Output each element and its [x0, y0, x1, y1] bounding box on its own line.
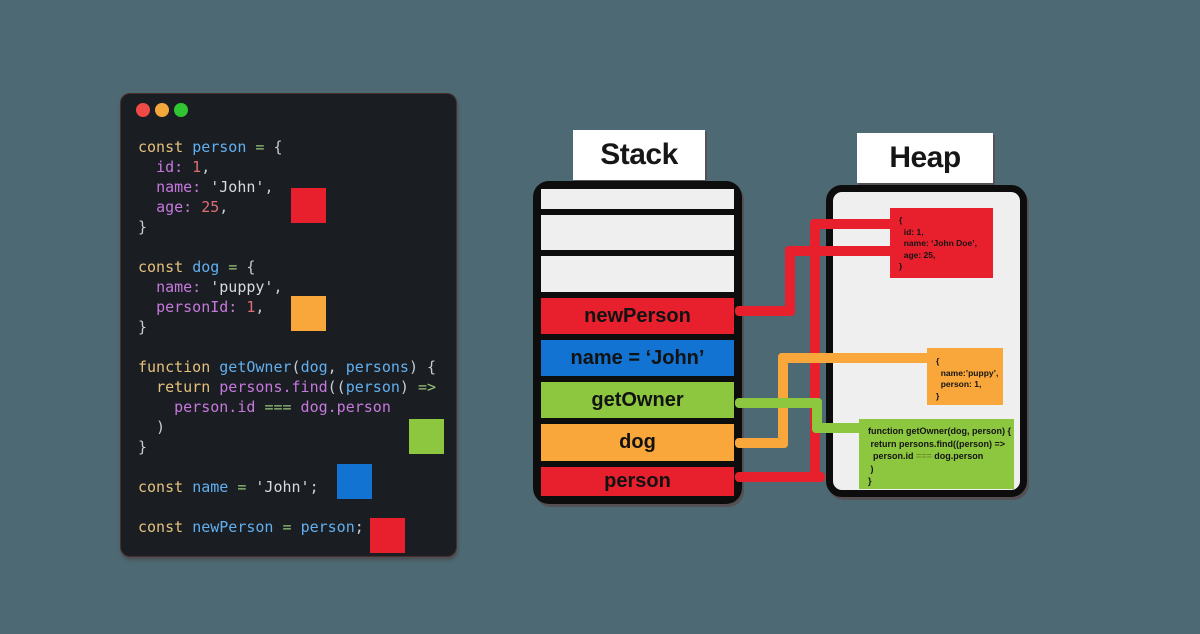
- stack-row-label: newPerson: [584, 304, 691, 327]
- code-line: name: 'puppy',: [156, 278, 283, 296]
- heap-box-line: person.id === dog.person: [868, 451, 984, 461]
- stack-row-empty: [541, 256, 734, 292]
- pointer-line-person-to-person-object: [810, 219, 895, 229]
- heap-box-line: }: [936, 390, 940, 401]
- code-line: const person = {: [138, 138, 283, 156]
- window-controls: [136, 103, 188, 117]
- heap-box-line: name:’puppy’,: [936, 367, 999, 378]
- person-object-marker-icon: [291, 188, 326, 223]
- heap-box-line: id: 1,: [899, 226, 924, 237]
- code-line: function getOwner(dog, persons) {: [138, 358, 437, 376]
- code-line: }: [138, 218, 148, 236]
- dog-object-marker-icon: [291, 296, 326, 331]
- code-line: const name = 'John';: [138, 478, 319, 496]
- zoom-button-icon[interactable]: [174, 103, 188, 117]
- stack-row-label: person: [604, 470, 671, 492]
- code-line: [138, 497, 436, 517]
- heap-box-person-object: { id: 1, name: ‘John Doe’, age: 25,}: [890, 208, 993, 278]
- code-line: ): [138, 418, 166, 436]
- pointer-line-dog-to-dog-object: [778, 353, 933, 363]
- pointer-line-getOwner-to-getowner-function: [812, 423, 867, 433]
- getowner-function-marker-icon: [409, 419, 444, 454]
- stack-title: Stack: [573, 130, 705, 180]
- heap-box-line: function getOwner(dog, person) {: [868, 426, 1011, 436]
- stack-container: newPerson name = ‘John’ getOwner dog person: [533, 181, 742, 504]
- pointer-line-newPerson-to-person-object: [735, 306, 793, 316]
- name-primitive-marker-icon: [337, 464, 372, 499]
- stack-row-dog: dog: [541, 424, 734, 461]
- heap-box-line: }: [899, 261, 903, 271]
- heap-box-line: {: [899, 215, 903, 225]
- code-editor-window: const person = { id: 1, name: 'John', ag…: [120, 93, 457, 557]
- heap-box-line: name: ‘John Doe’,: [899, 238, 977, 248]
- code-line: personId: 1,: [156, 298, 265, 316]
- heap-title-text: Heap: [889, 141, 961, 174]
- heap-box-line: age: 25,: [899, 249, 936, 260]
- pointer-line-getOwner-to-getowner-function: [812, 398, 822, 433]
- stack-row-newperson: newPerson: [541, 298, 734, 334]
- code-line: const newPerson = person;: [138, 518, 364, 536]
- pointer-line-getOwner-to-getowner-function: [735, 398, 822, 408]
- minimize-button-icon[interactable]: [155, 103, 169, 117]
- pointer-line-person-to-person-object: [810, 219, 820, 482]
- code-line: id: 1,: [156, 158, 211, 176]
- heap-box-getowner-function: function getOwner(dog, person) { return …: [859, 419, 1014, 489]
- code-listing: const person = { id: 1, name: 'John', ag…: [138, 137, 436, 537]
- heap-box-line: return persons.find((person) =>: [868, 438, 1006, 449]
- code-line: }: [138, 438, 148, 456]
- stack-row-label: name = ‘John’: [570, 346, 705, 369]
- code-line: [138, 337, 436, 357]
- heap-box-dog-object: { name:’puppy’, person: 1,}: [927, 348, 1003, 405]
- heap-box-line: {: [936, 356, 940, 366]
- code-line: name: 'John',: [156, 178, 274, 196]
- stack-row-name-john-: name = ‘John’: [541, 340, 734, 376]
- pointer-line-newPerson-to-person-object: [785, 246, 895, 256]
- heap-title: Heap: [857, 133, 993, 183]
- newperson-reference-marker-icon: [370, 518, 405, 553]
- stack-row-empty: [541, 189, 734, 209]
- code-line: age: 25,: [156, 198, 229, 216]
- heap-box-line: person: 1,: [936, 379, 982, 389]
- stack-row-getowner: getOwner: [541, 382, 734, 418]
- code-line: }: [138, 318, 148, 336]
- stack-row-label: dog: [619, 431, 656, 453]
- heap-box-line: ): [868, 463, 874, 474]
- stack-row-person: person: [541, 467, 734, 496]
- code-line: [138, 237, 436, 257]
- close-button-icon[interactable]: [136, 103, 150, 117]
- stack-title-text: Stack: [600, 138, 678, 171]
- pointer-line-newPerson-to-person-object: [785, 246, 795, 316]
- pointer-line-person-to-person-object: [735, 472, 825, 482]
- code-line: [138, 457, 436, 477]
- stack-row-label: getOwner: [591, 388, 684, 411]
- pointer-line-dog-to-dog-object: [735, 438, 788, 448]
- stack-row-empty: [541, 215, 734, 250]
- code-line: return persons.find((person) =>: [156, 378, 437, 396]
- code-line: person.id === dog.person: [174, 398, 391, 416]
- code-line: const dog = {: [138, 258, 256, 276]
- heap-box-line: }: [868, 476, 872, 486]
